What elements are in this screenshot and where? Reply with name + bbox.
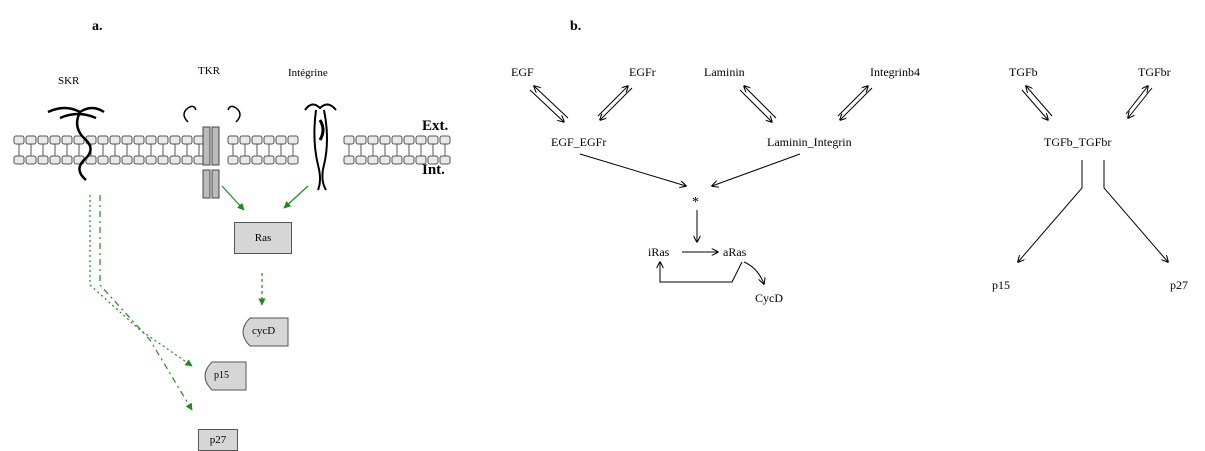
lipid-head [228,156,238,164]
laminin-integrin-label: Laminin_Integrin [767,136,852,148]
lipid-head [122,156,132,164]
aras-label: aRas [723,246,746,258]
lipid-head [428,136,438,144]
panel-b-label: b. [570,20,581,34]
egfr-label: EGFr [629,66,656,78]
lipid-head [392,156,402,164]
p27-label: p27 [210,434,227,446]
lipid-head [110,156,120,164]
cycd-b-label: CycD [755,292,783,304]
star-label: * [692,196,699,210]
lipid-head [356,136,366,144]
lipid-head [252,136,262,144]
lipid-head [146,136,156,144]
lipid-head [264,156,274,164]
iras-label: iRas [648,246,669,258]
lipid-head [26,136,36,144]
lipid-head [50,136,60,144]
lipid-head [356,156,366,164]
lipid-head [62,136,72,144]
laminin-label: Laminin [704,66,745,78]
lipid-head [228,136,238,144]
lipid-head [276,156,286,164]
lipid-head [252,156,262,164]
lipid-head [404,136,414,144]
p15-label: p15 [214,371,229,381]
lipid-head [380,136,390,144]
lipid-head [404,156,414,164]
lipid-head [288,156,298,164]
tgfbr-label: TGFbr [1138,66,1171,78]
lipid-head [158,156,168,164]
lipid-head [98,136,108,144]
lipid-head [276,136,286,144]
lipid-head [62,156,72,164]
lipid-head [134,156,144,164]
p15-b-label: p15 [992,279,1010,291]
lipid-head [368,136,378,144]
lipid-head [416,136,426,144]
lipid-head [98,156,108,164]
tkr-label: TKR [198,66,220,77]
lipid-head [344,136,354,144]
lipid-head [170,156,180,164]
p27-b-label: p27 [1170,279,1188,291]
integrine-receptor-shape [305,104,336,190]
lipid-head [14,156,24,164]
cell-membrane [14,136,450,164]
lipid-head [240,136,250,144]
lipid-head [110,136,120,144]
lipid-head [26,156,36,164]
lipid-head [380,156,390,164]
lipid-head [440,136,450,144]
lipid-head [50,156,60,164]
reaction-arrows [530,86,1168,284]
lipid-head [288,136,298,144]
p27-node: p27 [198,429,238,451]
lipid-head [344,156,354,164]
ext-label: Ext. [422,119,448,134]
lipid-head [368,156,378,164]
skr-label: SKR [58,76,79,87]
lipid-head [392,136,402,144]
ras-node: Ras [234,222,292,254]
lipid-head [170,136,180,144]
ras-label: Ras [255,232,272,244]
lipid-head [14,136,24,144]
green-arrows [90,186,308,410]
panel-a-label: a. [92,20,103,34]
cycd-label: cycD [252,326,275,337]
lipid-head [158,136,168,144]
lipid-head [182,156,192,164]
tkr-receptor-shape [184,106,240,198]
lipid-head [38,136,48,144]
integrinb4-label: Integrinb4 [870,66,920,78]
tgfb-label: TGFb [1009,66,1038,78]
int-label: Int. [422,163,445,178]
lipid-head [264,136,274,144]
lipid-head [134,136,144,144]
integrine-label: Intégrine [288,68,328,79]
tgfb-tgfbr-label: TGFb_TGFbr [1044,136,1111,148]
egf-label: EGF [511,66,534,78]
lipid-head [38,156,48,164]
lipid-head [122,136,132,144]
lipid-head [182,136,192,144]
egf-egfr-label: EGF_EGFr [551,136,606,148]
lipid-head [146,156,156,164]
lipid-head [240,156,250,164]
